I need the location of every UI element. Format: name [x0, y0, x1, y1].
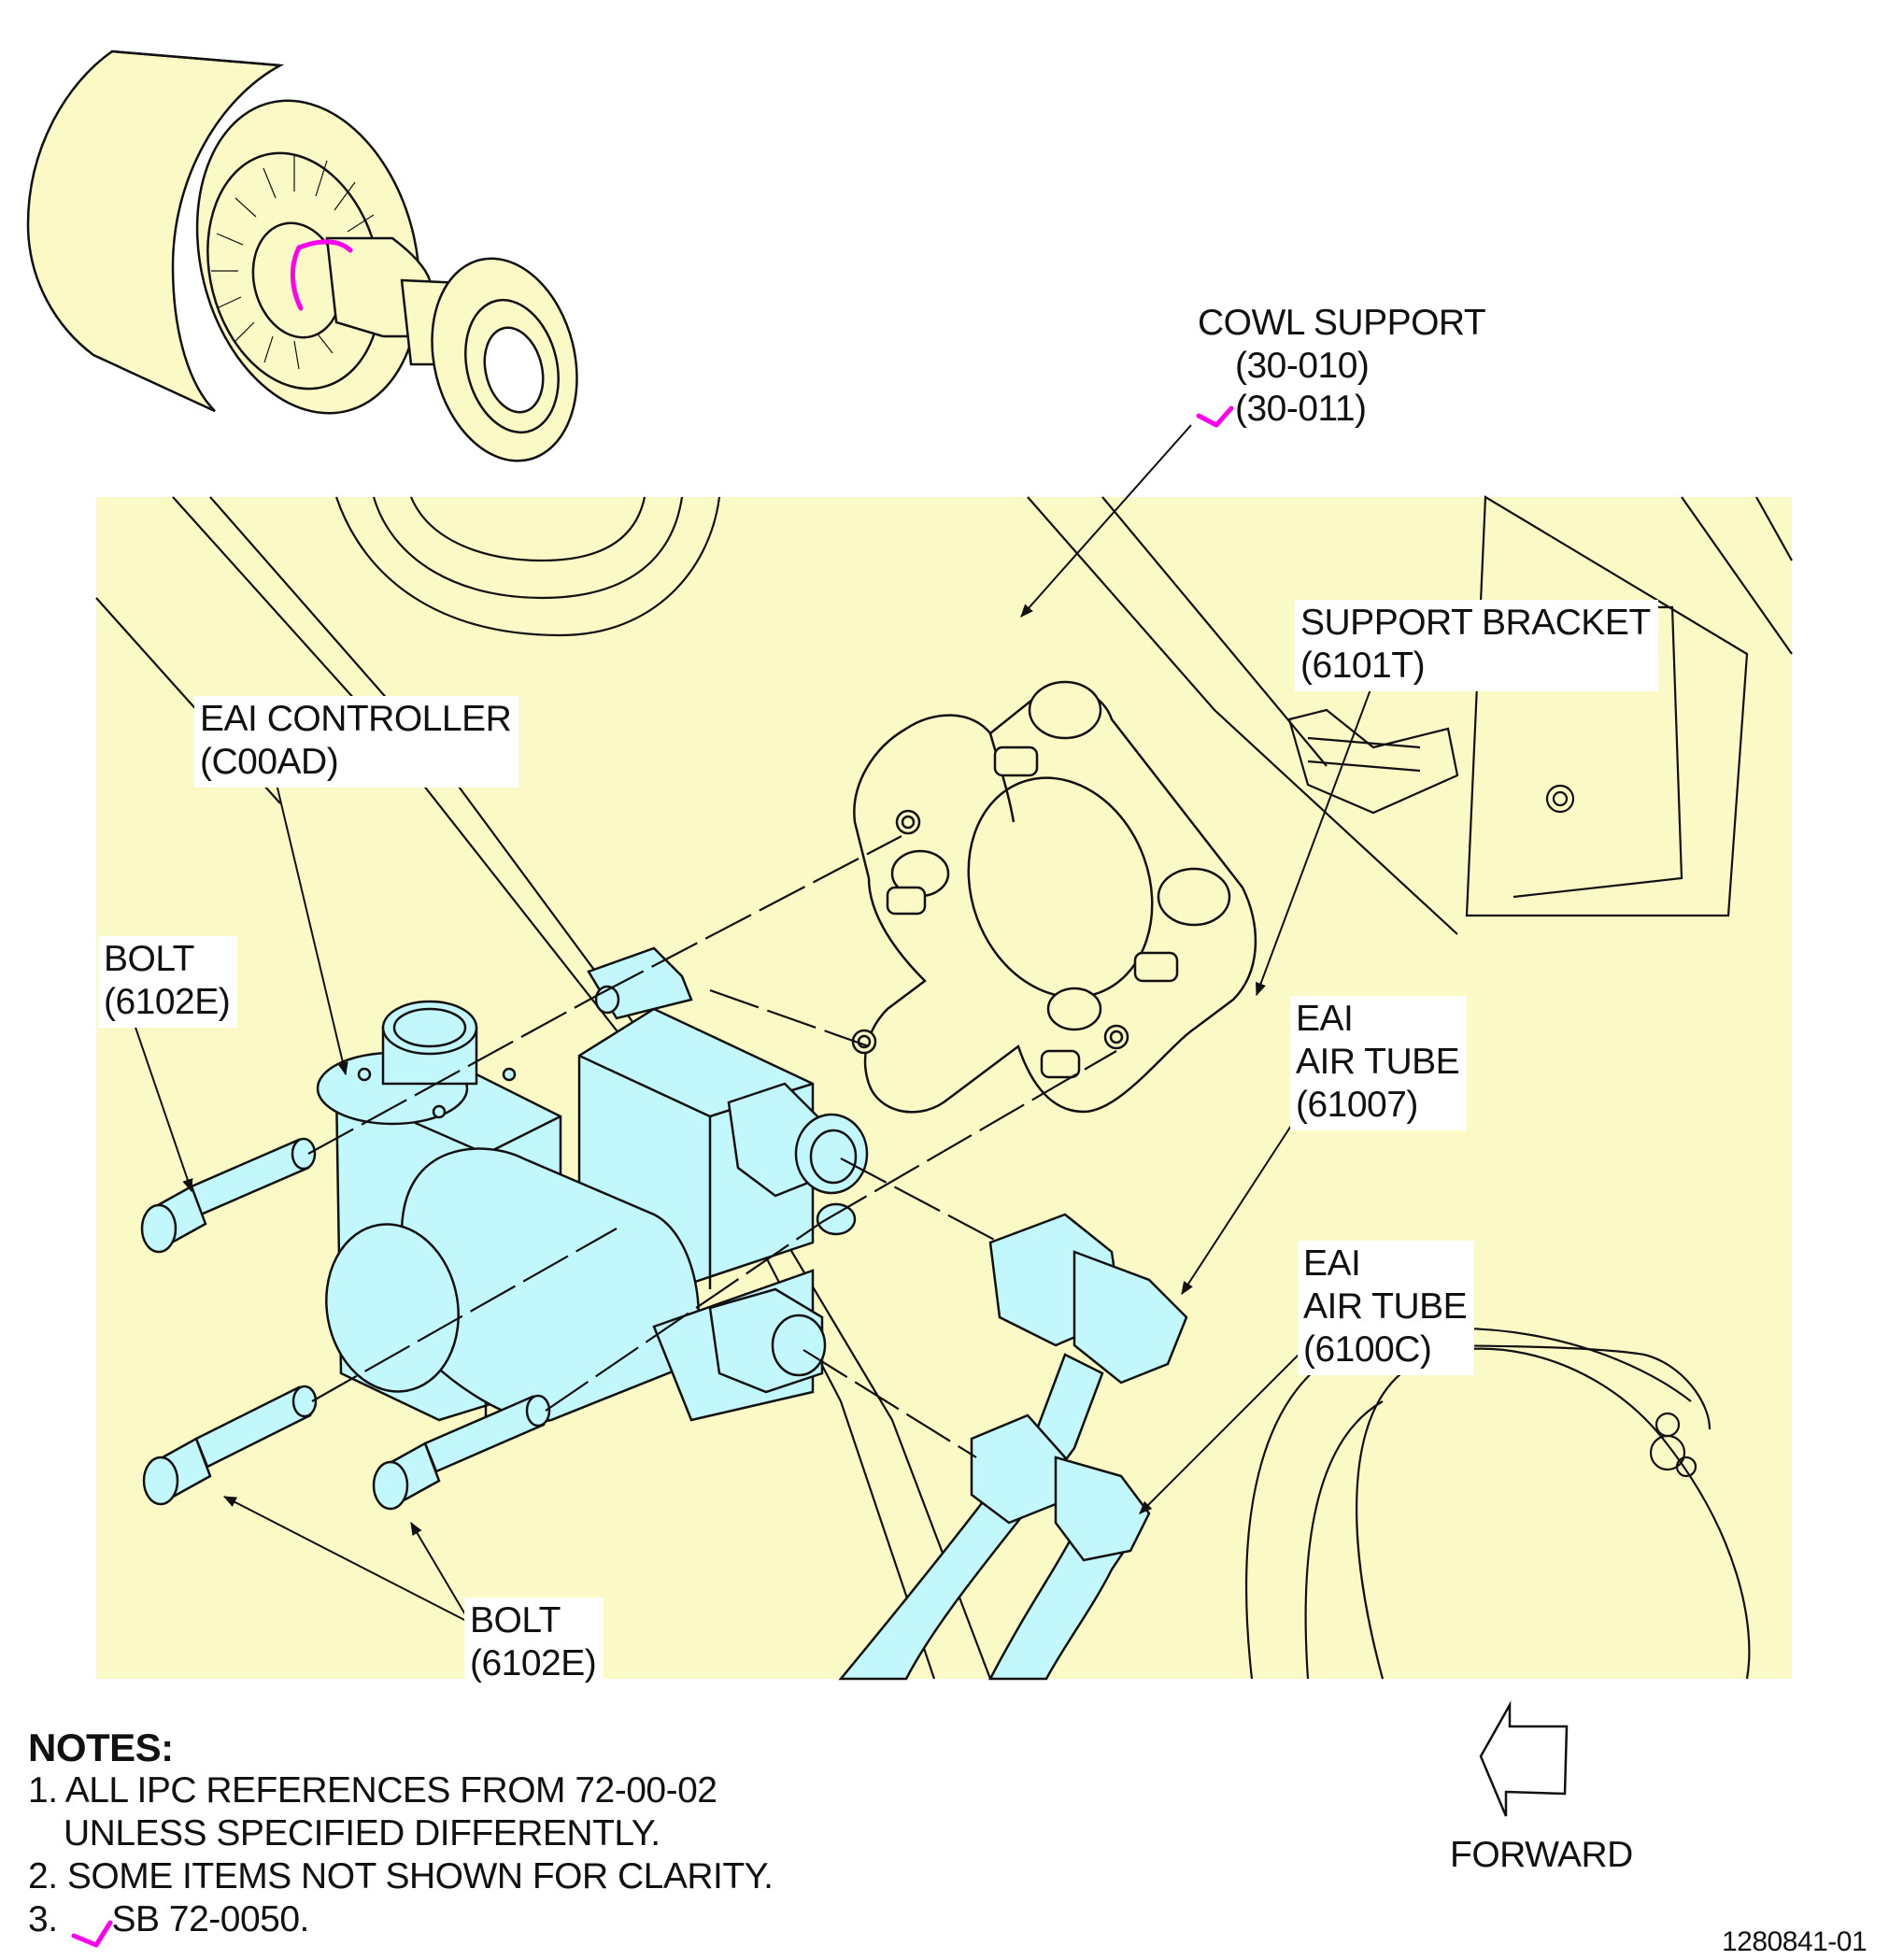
eai-air-tube-1-ref: (61007)	[1296, 1085, 1418, 1125]
support-bracket	[851, 680, 1257, 1114]
bolt-left-ref: (6102E)	[104, 982, 231, 1022]
eai-controller-name: EAI CONTROLLER	[200, 699, 512, 739]
label-bolt-bottom: BOLT (6102E)	[464, 1598, 604, 1689]
forward-arrow-icon	[1479, 1700, 1569, 1817]
notes: NOTES: 1. ALL IPC REFERENCES FROM 72-00-…	[28, 1726, 774, 1941]
alignment-lines	[307, 835, 1117, 1458]
eai-air-tube-2-ref: (6100C)	[1303, 1329, 1432, 1370]
revision-marker-icon	[1196, 405, 1234, 428]
cowl-support-ref2: (30-011)	[1235, 389, 1367, 429]
eai-controller	[316, 946, 869, 1423]
label-cowl-support: COWL SUPPORT (30-010) (30-011)	[1198, 302, 1486, 431]
label-bolt-left: BOLT (6102E)	[98, 936, 238, 1028]
leader-lines	[130, 424, 1374, 1626]
support-bracket-name: SUPPORT BRACKET	[1300, 603, 1651, 643]
notes-title: NOTES:	[28, 1726, 174, 1769]
bolts	[140, 1137, 551, 1511]
bolt-lower-left	[142, 1385, 318, 1506]
note-3-number: 3.	[28, 1899, 58, 1939]
engine-locator-icon	[26, 50, 578, 462]
label-eai-air-tube-1: EAI AIR TUBE (61007)	[1290, 996, 1468, 1130]
bolt-left-name: BOLT	[104, 939, 194, 979]
revision-marker-icon	[71, 1920, 113, 1948]
figure-id-text: 1280841-01	[1722, 1926, 1868, 1957]
forward-label-text: FORWARD	[1450, 1835, 1633, 1875]
label-support-bracket: SUPPORT BRACKET (6101T)	[1295, 600, 1658, 691]
label-eai-controller: EAI CONTROLLER (C00AD)	[194, 696, 519, 788]
note-3-text: SB 72-0050.	[111, 1899, 310, 1939]
note-2: 2. SOME ITEMS NOT SHOWN FOR CLARITY.	[28, 1856, 774, 1896]
eai-air-tube-1-line2: AIR TUBE	[1296, 1042, 1460, 1082]
cowl-support-ref1: (30-010)	[1235, 346, 1370, 386]
bolt-upper	[140, 1137, 317, 1254]
eai-air-tube-2-line1: EAI	[1303, 1243, 1361, 1284]
label-eai-air-tube-2: EAI AIR TUBE (6100C)	[1298, 1241, 1475, 1375]
bolt-bottom-ref: (6102E)	[470, 1643, 597, 1683]
eai-controller-ref: (C00AD)	[200, 742, 339, 782]
forward-label: FORWARD	[1450, 1834, 1633, 1877]
bolt-bottom-name: BOLT	[470, 1600, 561, 1640]
eai-air-tube-1-line1: EAI	[1296, 999, 1354, 1039]
note-1b: UNLESS SPECIFIED DIFFERENTLY.	[64, 1813, 660, 1853]
cowl-support-name: COWL SUPPORT	[1198, 303, 1486, 343]
figure-id: 1280841-01	[1722, 1926, 1868, 1958]
bolt-lower-right	[372, 1394, 551, 1511]
eai-air-tube-2-line2: AIR TUBE	[1303, 1286, 1468, 1327]
eai-air-tubes	[838, 1213, 1188, 1681]
note-3: 3. SB 72-0050.	[28, 1898, 774, 1941]
note-1a: 1. ALL IPC REFERENCES FROM 72-00-02	[28, 1770, 717, 1811]
support-bracket-ref: (6101T)	[1300, 646, 1426, 686]
